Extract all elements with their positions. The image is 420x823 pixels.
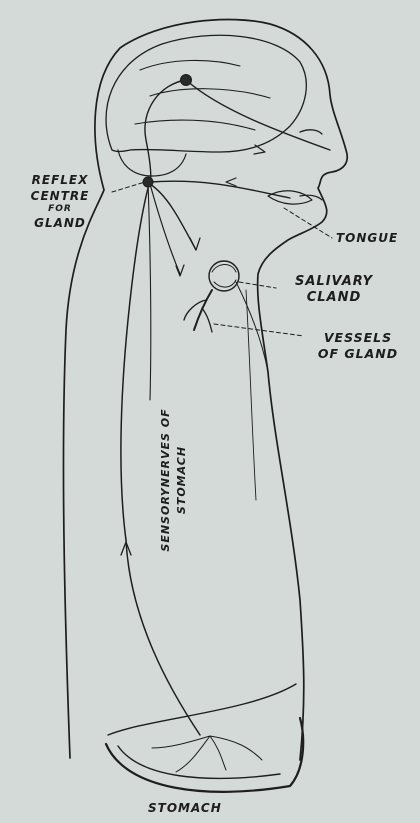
sensory-nerves-line-1: SENSORYNERVES OF [158, 390, 174, 570]
reflex-centre-line-1: REFLEX [18, 172, 102, 188]
stomach-fibers [152, 736, 262, 772]
sensory-nerves-label: SENSORYNERVES OF STOMACH [158, 390, 192, 570]
throat-line [236, 282, 268, 372]
esophagus [246, 290, 256, 500]
reflex-centre-line-2: CENTRE [18, 188, 102, 204]
reflex-centre-label: REFLEX CENTRE FOR GLAND [18, 172, 102, 231]
sensory-nerve [121, 188, 148, 540]
nerve-brain-upper [186, 80, 330, 150]
reflex-centre-line-3: FOR [18, 204, 102, 215]
reflex-node [143, 177, 153, 187]
spinal-cord [148, 182, 151, 400]
brain-outline [106, 35, 306, 152]
salivary-gland-lobes [212, 265, 236, 288]
salivary-gland-shape [209, 261, 239, 291]
stomach-label: STOMACH [148, 800, 222, 816]
vessels-line-2: OF GLAND [296, 346, 420, 362]
brain-fold-1 [140, 60, 240, 70]
tongue-label: TONGUE [336, 230, 398, 246]
reflex-centre-line-4: GLAND [18, 215, 102, 231]
arrow-tongue-nerve [226, 178, 236, 186]
stomach-lower-outer [106, 718, 303, 792]
arrow-gland [190, 238, 200, 250]
cerebellum [118, 150, 186, 176]
salivary-gland-line-1: SALIVARY [270, 274, 398, 290]
leader-vessels [214, 324, 304, 336]
eye [300, 130, 322, 134]
leader-tongue [284, 208, 332, 238]
sensory-nerves-line-2: STOMACH [174, 390, 190, 570]
brain-fold-2 [150, 89, 270, 98]
brain-node [181, 75, 192, 86]
leader-reflex [112, 182, 145, 192]
vessel-branch-2 [202, 308, 212, 332]
salivary-gland-label: SALIVARY CLAND [270, 274, 398, 306]
stomach-upper [108, 684, 296, 735]
vessels-of-gland-label: VESSELS OF GLAND [296, 330, 420, 362]
vessels-line-1: VESSELS [296, 330, 420, 346]
brain-fold-3 [135, 120, 255, 130]
nerve-to-gland [150, 184, 196, 250]
salivary-gland-line-2: CLAND [270, 290, 398, 306]
